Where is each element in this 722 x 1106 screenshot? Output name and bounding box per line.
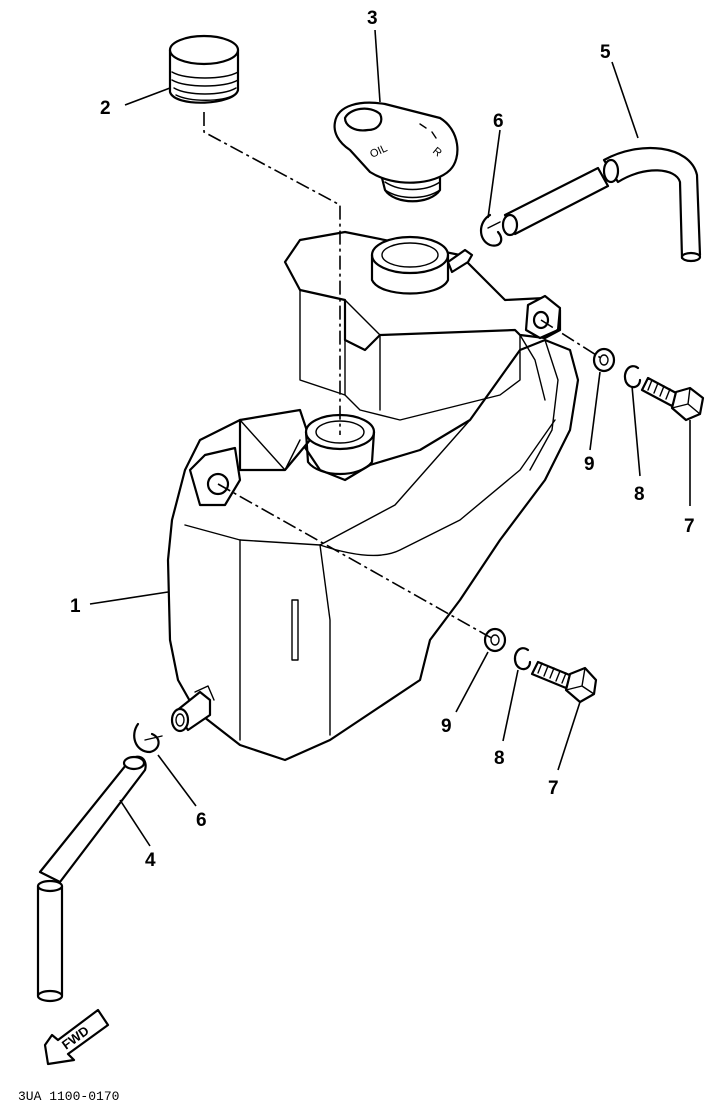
lock-washer-lower bbox=[513, 647, 532, 671]
callout-2: 2 bbox=[100, 98, 111, 119]
callout-9-upper: 9 bbox=[584, 454, 595, 475]
callout-8-upper: 8 bbox=[634, 484, 645, 505]
callout-6-upper: 6 bbox=[493, 111, 504, 132]
callout-labels: 2 3 5 6 1 6 4 9 8 7 9 8 7 bbox=[70, 8, 695, 871]
leader-lines bbox=[89, 29, 691, 847]
oil-tank bbox=[166, 230, 580, 762]
washer-upper bbox=[592, 347, 616, 373]
callout-1: 1 bbox=[70, 596, 81, 617]
bolt-lower bbox=[530, 660, 598, 704]
callout-7-lower: 7 bbox=[548, 778, 559, 799]
callout-9-lower: 9 bbox=[441, 716, 452, 737]
drawing-code: 3UA 1100-0170 bbox=[18, 1089, 119, 1104]
bolt-upper bbox=[640, 376, 705, 422]
callout-4: 4 bbox=[145, 850, 156, 871]
hose-5 bbox=[501, 146, 702, 263]
callout-6-lower: 6 bbox=[196, 810, 207, 831]
callout-3: 3 bbox=[367, 8, 378, 29]
callout-7-upper: 7 bbox=[684, 516, 695, 537]
forward-arrow: FWD bbox=[43, 1008, 110, 1066]
washer-lower bbox=[483, 627, 507, 653]
tank-plug bbox=[168, 34, 240, 104]
hose-4 bbox=[36, 755, 147, 1003]
hose-clip-lower bbox=[133, 722, 163, 754]
hose-clip-upper bbox=[479, 213, 503, 247]
callout-5: 5 bbox=[600, 42, 611, 63]
callout-8-lower: 8 bbox=[494, 748, 505, 769]
filler-cap: OIL R bbox=[333, 101, 459, 203]
assembly-centerlines bbox=[203, 112, 605, 641]
lock-washer-upper bbox=[623, 365, 642, 389]
